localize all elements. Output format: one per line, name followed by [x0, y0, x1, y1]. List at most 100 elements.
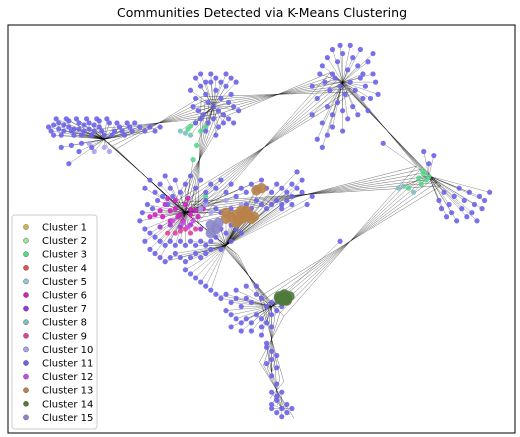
graph-node [119, 128, 125, 134]
graph-edge [225, 179, 303, 246]
graph-node [329, 71, 336, 77]
graph-edge [225, 204, 282, 246]
legend-label: Cluster 1 [42, 223, 87, 234]
graph-node [192, 275, 199, 281]
graph-node [208, 287, 214, 293]
graph-node [334, 99, 341, 106]
graph-edge [428, 155, 435, 177]
graph-node [365, 59, 371, 65]
graph-edge [428, 175, 455, 197]
graph-node [203, 79, 209, 85]
graph-node [157, 254, 163, 261]
graph-node [345, 67, 351, 73]
graph-node [147, 177, 153, 183]
graph-edge [144, 187, 186, 213]
graph-node [238, 328, 244, 334]
graph-node [180, 220, 186, 226]
graph-node [258, 201, 265, 208]
graph-node [269, 356, 275, 363]
graph-node [182, 259, 189, 265]
graph-node [198, 206, 204, 212]
graph-node [269, 312, 275, 318]
graph-edge [259, 296, 285, 382]
graph-node [172, 197, 178, 204]
graph-edge [51, 130, 105, 140]
legend-label: Cluster 15 [42, 413, 93, 424]
graph-edge [428, 175, 475, 205]
graph-node [314, 136, 320, 142]
graph-node [51, 122, 57, 128]
graph-node [248, 320, 254, 326]
graph-node [152, 128, 158, 134]
graph-node [192, 226, 199, 232]
graph-nodes [45, 42, 493, 420]
graph-node [284, 197, 290, 204]
graph-node [152, 250, 158, 257]
graph-node [253, 283, 260, 289]
graph-edge [159, 212, 186, 242]
graph-edge [342, 49, 361, 83]
graph-node [203, 201, 209, 208]
graph-node [198, 116, 204, 122]
graph-node [319, 120, 325, 126]
graph-edge [225, 200, 287, 246]
graph-edge [225, 171, 298, 246]
legend-marker [23, 224, 29, 230]
graph-node [192, 95, 199, 102]
graph-node [58, 144, 64, 150]
graph-node [106, 120, 112, 126]
graph-edge [230, 306, 272, 328]
graph-node [157, 224, 163, 230]
graph-edge [213, 82, 222, 107]
graph-node [220, 112, 227, 118]
graph-node [96, 118, 102, 124]
graph-node [142, 128, 148, 134]
graph-edge [190, 240, 227, 246]
graph-node [177, 224, 183, 230]
graph-node [167, 185, 173, 191]
graph-node [76, 148, 82, 155]
graph-node [274, 397, 280, 403]
graph-edge [213, 81, 237, 107]
graph-edge [185, 183, 232, 213]
legend-label: Cluster 10 [42, 345, 93, 356]
graph-node [274, 352, 280, 359]
graph-node [147, 230, 153, 236]
graph-edge [220, 228, 227, 246]
graph-node [208, 181, 214, 187]
graph-node [269, 189, 275, 195]
graph-node [172, 230, 178, 236]
graph-edge [180, 245, 227, 258]
graph-node [210, 116, 216, 122]
graph-node [86, 126, 92, 132]
graph-node [187, 87, 194, 93]
graph-node [205, 227, 216, 239]
graph-node [269, 201, 275, 208]
graph-edge [173, 116, 226, 204]
graph-node [198, 279, 204, 285]
graph-edge [210, 82, 214, 107]
graph-node [177, 238, 183, 244]
graph-node [471, 201, 478, 208]
graph-node [154, 197, 161, 204]
graph-node [218, 295, 224, 301]
graph-node [167, 238, 173, 244]
graph-node [337, 42, 343, 49]
graph-node [362, 83, 369, 89]
legend-label: Cluster 12 [42, 372, 93, 383]
graph-node [233, 79, 239, 85]
graph-edge [157, 200, 186, 213]
graph-node [157, 238, 163, 244]
graph-node [365, 108, 371, 114]
graph-edge [428, 175, 465, 201]
legend-label: Cluster 5 [42, 277, 87, 288]
graph-node [223, 83, 229, 89]
graph-node [228, 181, 234, 187]
graph-node [324, 132, 331, 138]
graph-edge [213, 102, 229, 107]
graph-node [213, 75, 219, 81]
graph-edge [428, 175, 440, 201]
graph-node [319, 63, 325, 69]
graph-node [198, 71, 204, 77]
